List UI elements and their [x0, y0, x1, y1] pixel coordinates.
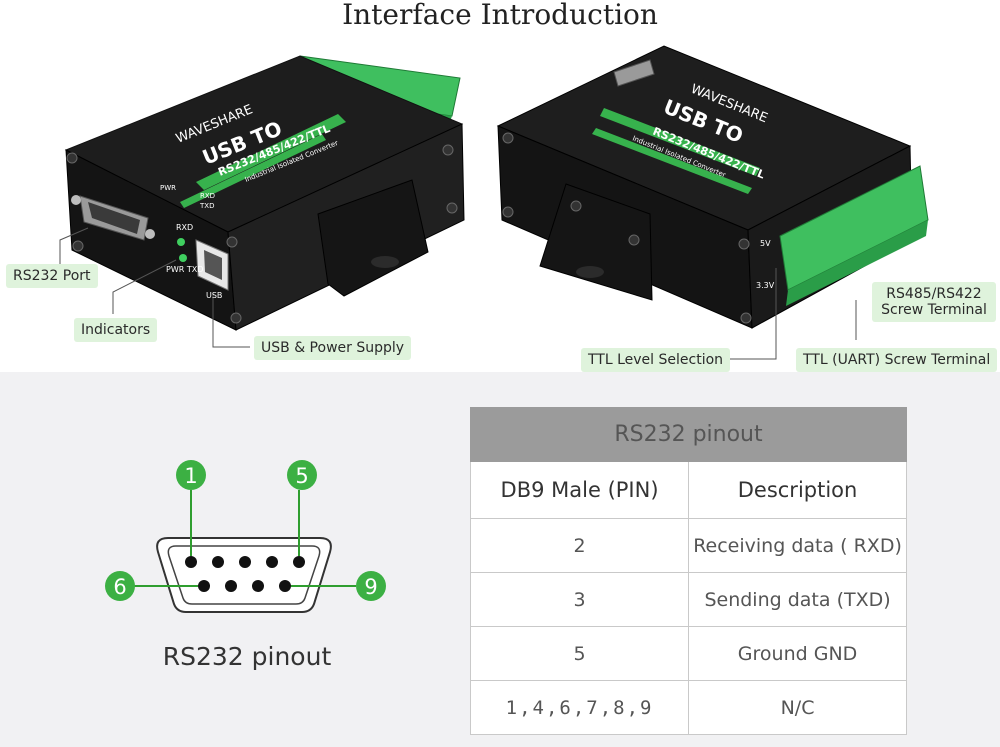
left-label-pwr-txd: PWR TXD — [166, 265, 203, 274]
callout-rs485-line1: RS485/RS422 — [886, 286, 982, 302]
pin-marker-9: 9 — [364, 575, 377, 599]
page-title: Interface Introduction — [342, 0, 658, 31]
callout-rs232-port: RS232 Port — [6, 264, 98, 288]
left-label-usb: USB — [206, 291, 222, 300]
left-label-rxd2: RXD — [200, 192, 215, 200]
right-label-3v3: 3.3V — [756, 281, 775, 290]
cell-pin: 5 — [469, 626, 690, 681]
pin-marker-5: 5 — [295, 464, 308, 488]
cell-description: Receiving data ( RXD) — [688, 518, 907, 573]
column-header-pin: DB9 Male (PIN) — [469, 461, 690, 519]
left-device — [64, 55, 465, 331]
db9-pin-diagram: 1 5 6 9 — [105, 460, 386, 613]
callout-usb-power: USB & Power Supply — [254, 336, 412, 360]
table-row: 2 Receiving data ( RXD) — [469, 518, 907, 573]
left-label-rxd: RXD — [176, 223, 193, 232]
pin-marker-6: 6 — [113, 575, 126, 599]
cell-description: Ground GND — [688, 626, 907, 681]
cell-pin: 1,4,6,7,8,9 — [469, 680, 690, 735]
cell-pin: 2 — [469, 518, 690, 573]
pinout-table: RS232 pinout DB9 Male (PIN) Description … — [469, 407, 907, 735]
right-label-5v: 5V — [760, 239, 771, 248]
callout-ttl-level: TTL Level Selection — [581, 348, 731, 372]
callout-lines — [59, 227, 857, 360]
column-header-description: Description — [688, 461, 907, 519]
cell-description: N/C — [688, 680, 907, 735]
table-row: 5 Ground GND — [469, 626, 907, 681]
table-row: 1,4,6,7,8,9 N/C — [469, 680, 907, 735]
pin-diagram-caption: RS232 pinout — [162, 642, 332, 671]
table-title: RS232 pinout — [470, 407, 907, 462]
table-header-row: DB9 Male (PIN) Description — [469, 461, 907, 519]
table-title-row: RS232 pinout — [470, 407, 907, 462]
callout-ttl-uart: TTL (UART) Screw Terminal — [796, 348, 998, 372]
cell-description: Sending data (TXD) — [688, 572, 907, 627]
callout-rs485-line2: Screw Terminal — [881, 302, 987, 318]
pin-marker-1: 1 — [184, 464, 197, 488]
table-row: 3 Sending data (TXD) — [469, 572, 907, 627]
left-label-pwr: PWR — [160, 184, 176, 192]
callout-indicators: Indicators — [74, 318, 158, 342]
left-label-txd2: TXD — [199, 202, 214, 210]
right-device — [496, 45, 929, 329]
cell-pin: 3 — [469, 572, 690, 627]
callout-rs485-terminal: RS485/RS422 Screw Terminal — [872, 282, 996, 322]
